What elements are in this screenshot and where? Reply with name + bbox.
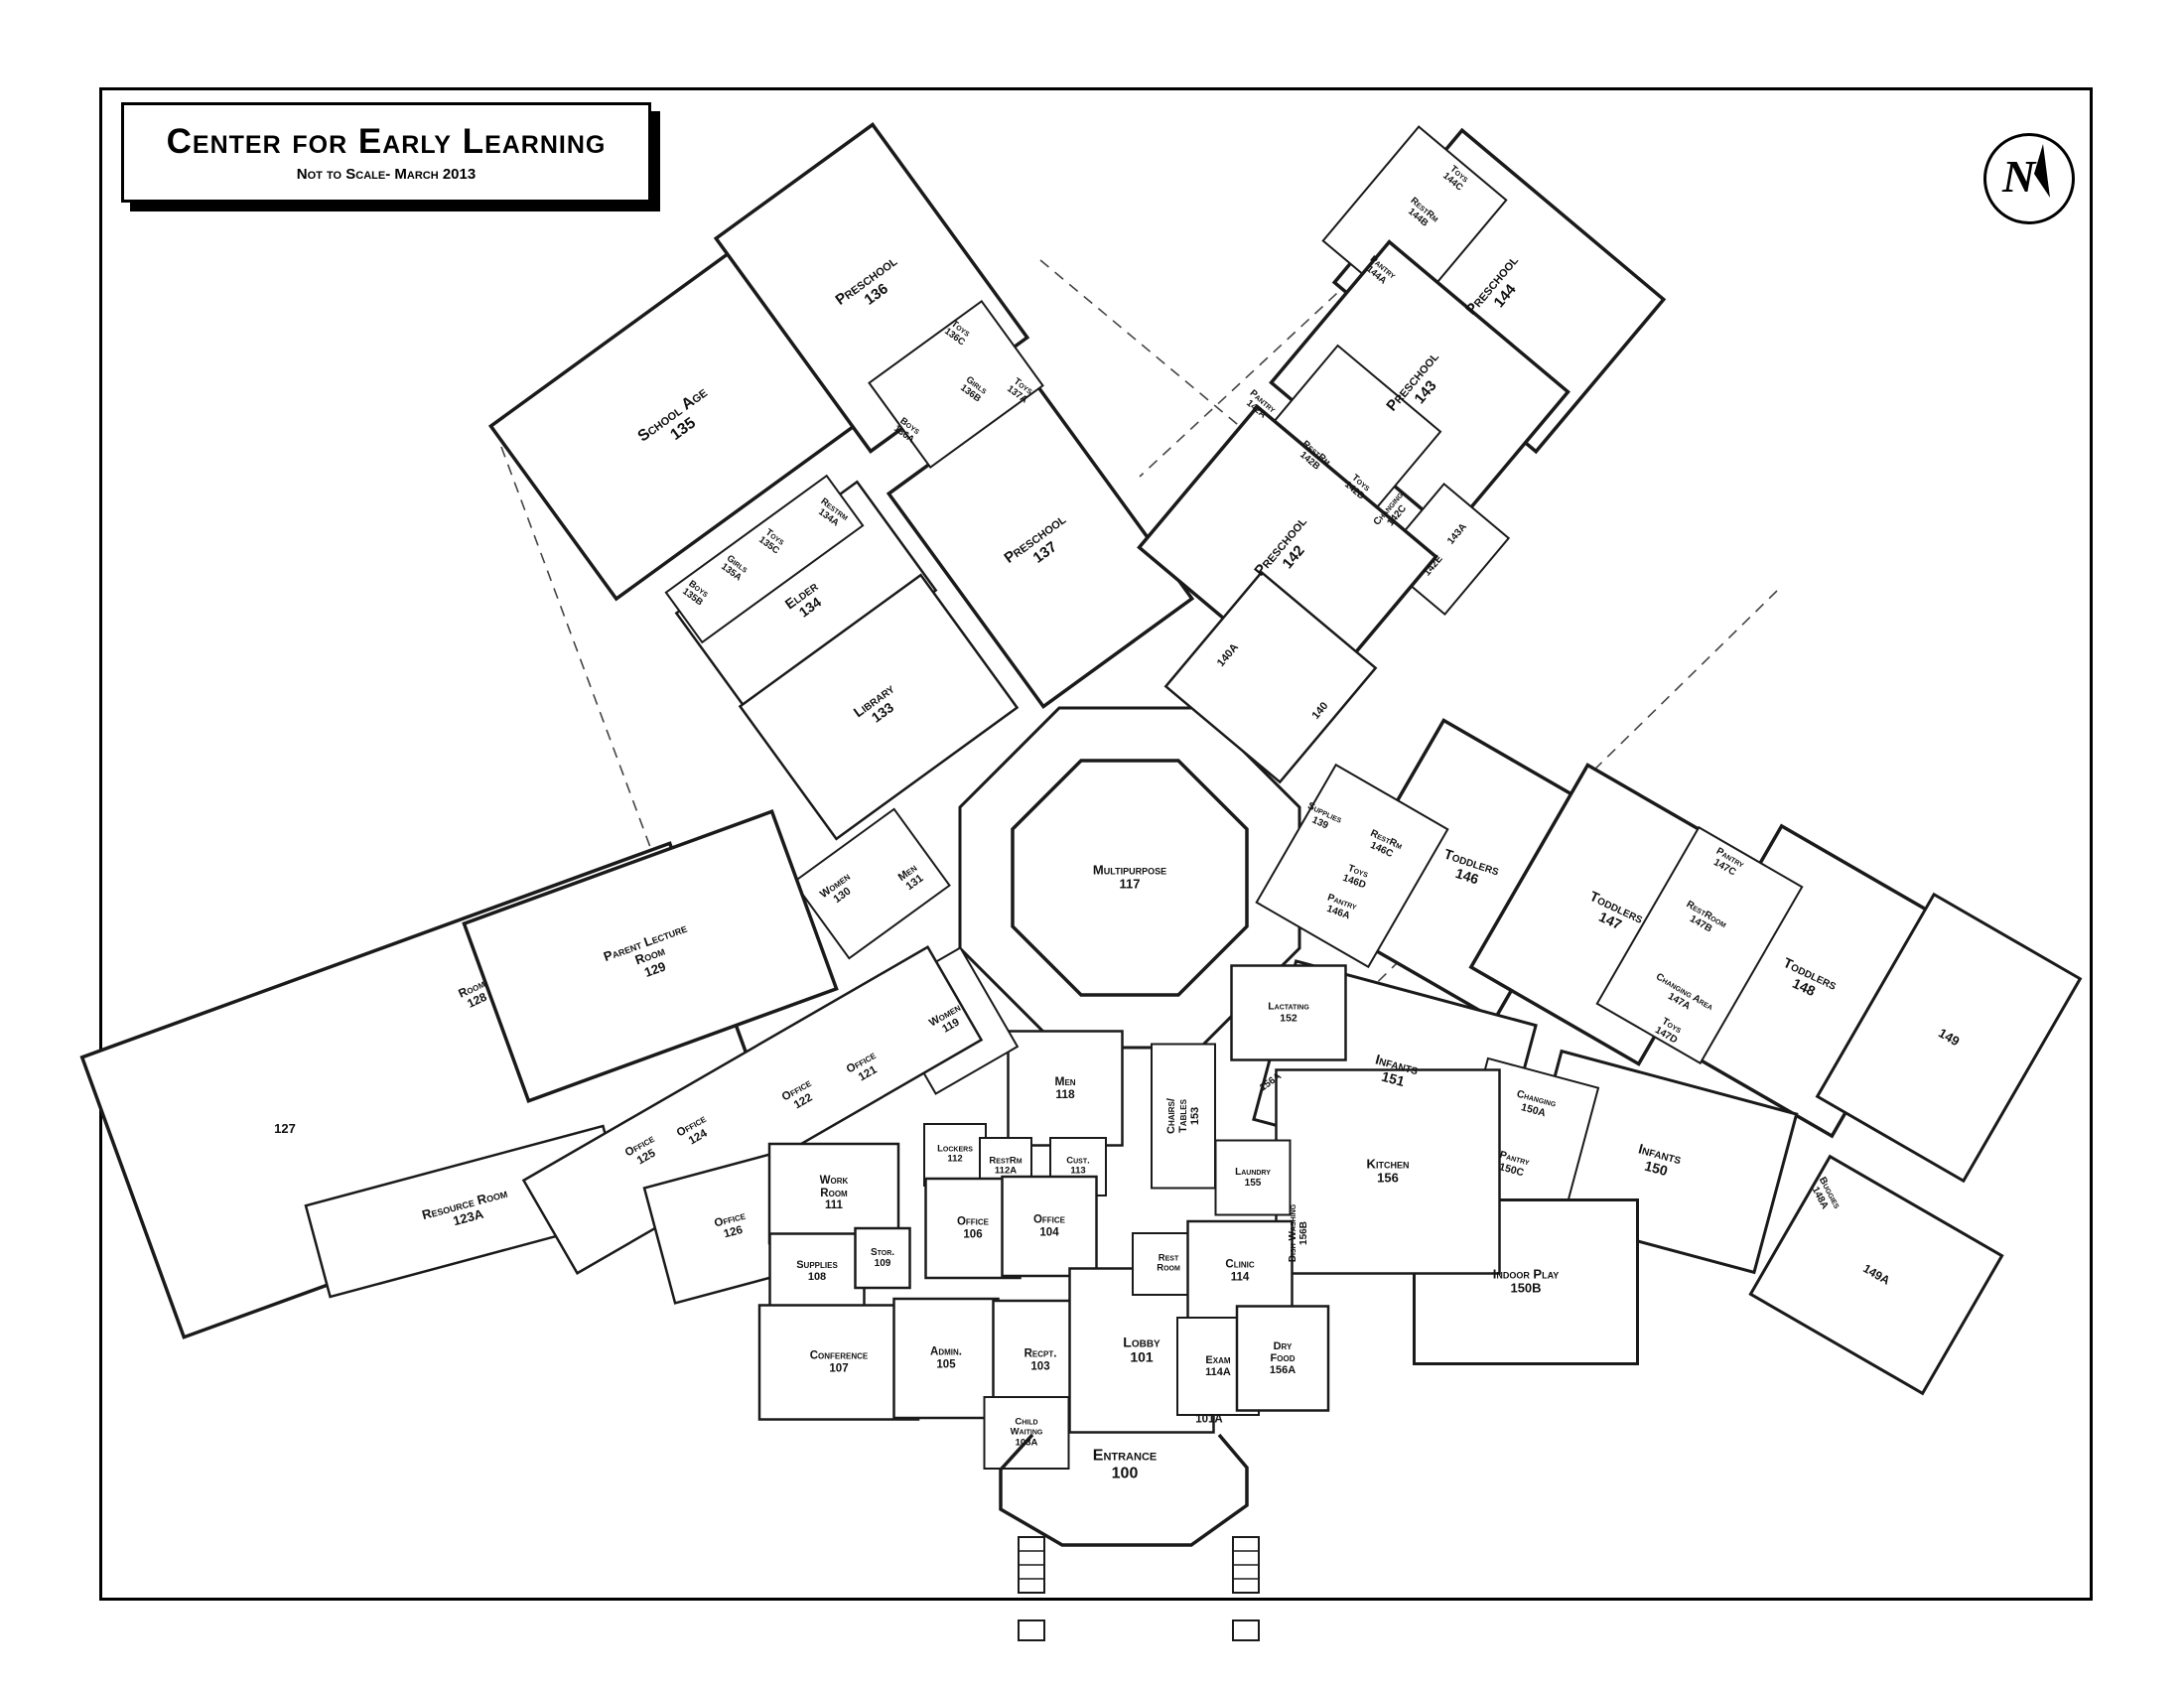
laundry-155-room: [1214, 1139, 1292, 1216]
title-block: Center for Early Learning Not to Scale- …: [121, 102, 651, 203]
room-149-room: [1815, 892, 2083, 1184]
plan-title: Center for Early Learning: [166, 122, 607, 161]
wc-cluster-147-room: [1595, 825, 1804, 1065]
north-compass-icon: N: [1983, 133, 2075, 224]
chairs-tables-153-room: [1151, 1043, 1216, 1190]
compass-needle: [2034, 144, 2050, 198]
lactating-152-room: [1230, 964, 1347, 1061]
wc-130-131-room: [792, 807, 951, 960]
child-waiting-103a-room: [983, 1396, 1070, 1470]
entrance-steps: [1018, 1536, 1260, 1641]
men-118-room: [1007, 1030, 1124, 1147]
lockers-112-room: [923, 1123, 987, 1187]
wc-cluster-146-room: [1255, 763, 1449, 969]
compass-glyph: N: [2001, 144, 2050, 202]
multipurpose-octagon: [1011, 759, 1249, 997]
conference-107-room: [757, 1304, 920, 1421]
room-149a-room: [1748, 1154, 2004, 1396]
wc-cluster-136-room: [868, 299, 1044, 470]
office-104-room: [1001, 1175, 1098, 1278]
library-133-room: [738, 573, 1020, 841]
stor-109-room: [854, 1226, 911, 1290]
clinic-114-room: [1186, 1219, 1294, 1323]
entrance-vestibule: [999, 1433, 1249, 1547]
admin-105-room: [892, 1297, 1000, 1420]
work-room-111-room: [767, 1142, 900, 1245]
rooms-140-room: [1163, 570, 1378, 784]
plan-border: [99, 87, 2093, 1601]
dry-food-156a-room: [1235, 1305, 1330, 1412]
wc-cluster-135-room: [664, 474, 865, 644]
compass-letter-n: N: [2001, 151, 2037, 202]
kitchen-156-room: [1275, 1068, 1501, 1275]
supplies-108-room: [768, 1232, 866, 1310]
parent-lecture-129-room: [462, 809, 839, 1103]
plan-subtitle: Not to Scale- March 2013: [296, 166, 477, 183]
